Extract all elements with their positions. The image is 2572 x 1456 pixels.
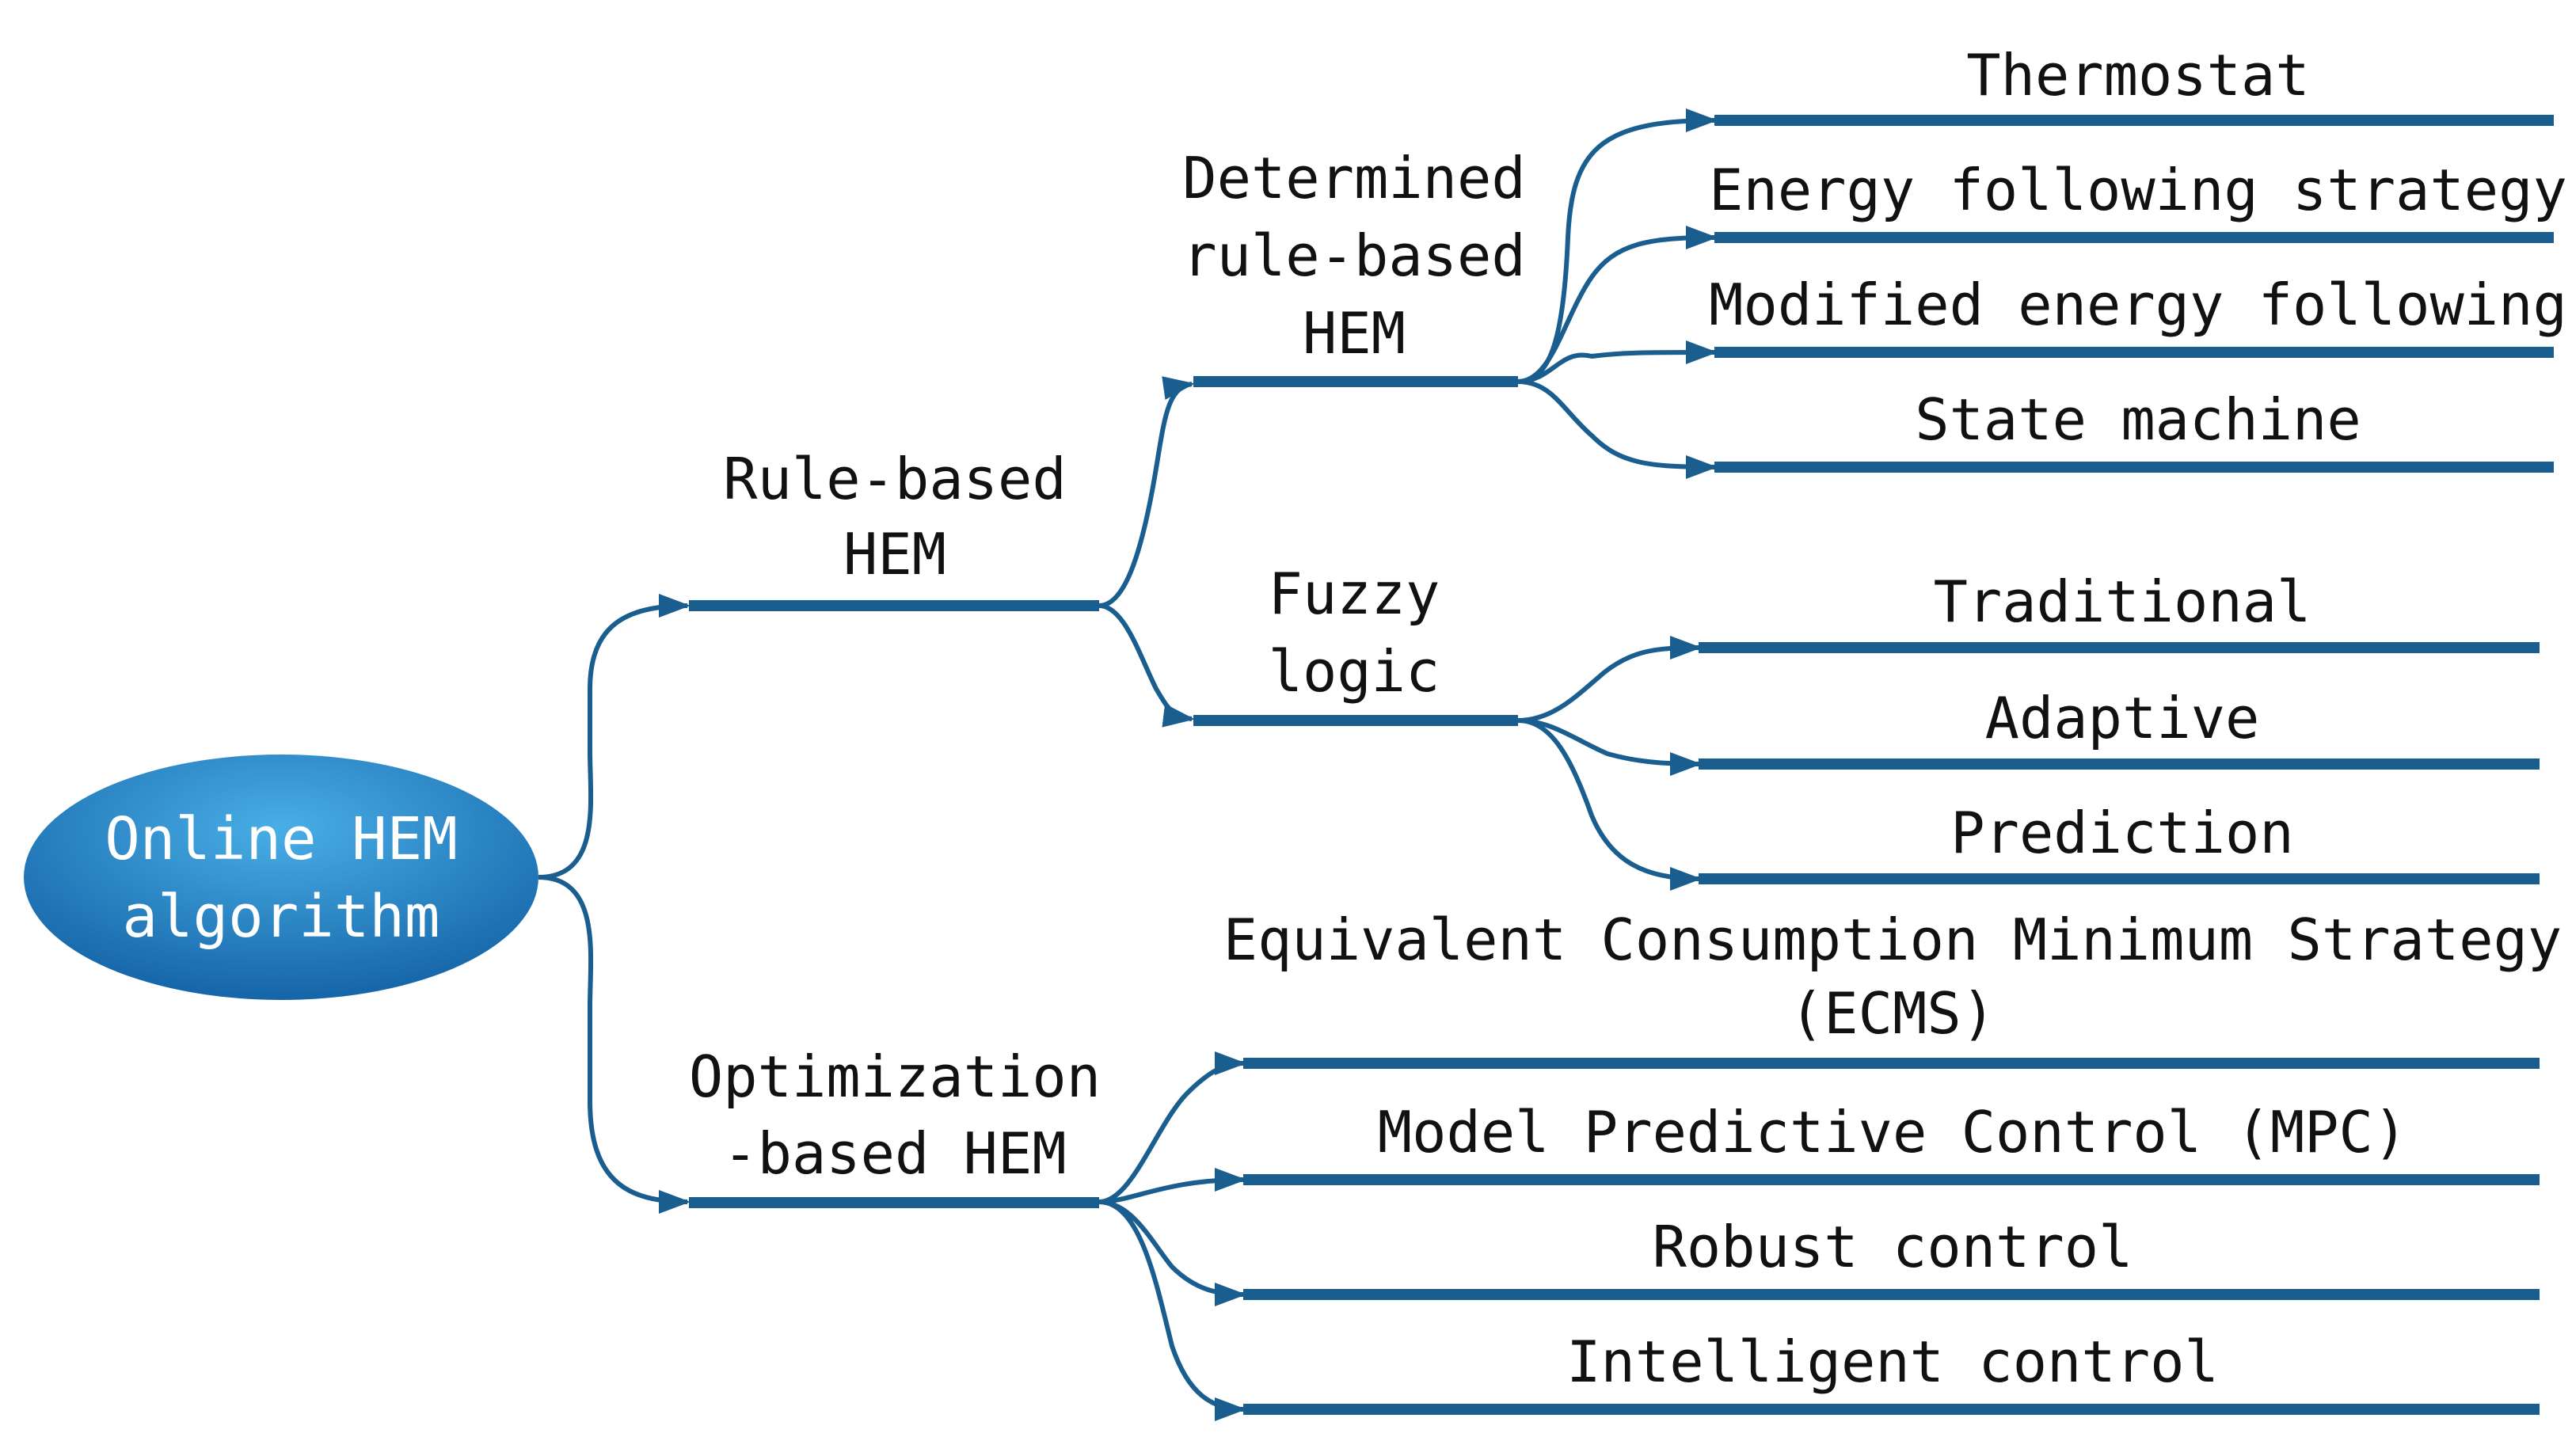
leaf-thermostat: Thermostat [1714, 42, 2554, 126]
leaf-robust-control: Robust control [1243, 1214, 2540, 1300]
root-ellipse [24, 755, 538, 1000]
connector-rule-based-to-fuzzy [1098, 603, 1195, 728]
leaf-mpc-label: Model Predictive Control (MPC) [1378, 1099, 2407, 1165]
leaf-traditional-underline [1699, 642, 2540, 653]
leaf-state-machine-label: State machine [1915, 386, 2361, 453]
determined-underline [1193, 376, 1518, 387]
leaf-modified-energy-following-label: Modified energy following [1709, 272, 2567, 338]
leaf-energy-following-label: Energy following strategy [1709, 157, 2567, 223]
leaf-ecms-underline [1243, 1058, 2540, 1069]
leaf-state-machine: State machine [1714, 386, 2554, 473]
leaf-adaptive-label: Adaptive [1985, 685, 2260, 751]
leaf-adaptive-underline [1699, 758, 2540, 770]
determined-label-line-2: rule-based [1182, 222, 1525, 289]
root-label-line-2: algorithm [123, 883, 440, 951]
connector-determined-to-thermostat [1517, 108, 1718, 384]
leaf-intelligent-control: Intelligent control [1243, 1329, 2540, 1415]
leaf-robust-control-label: Robust control [1653, 1214, 2133, 1280]
optimization-based-node: Optimization -based HEM [689, 1044, 1101, 1208]
leaf-state-machine-underline [1714, 462, 2554, 473]
fuzzy-node: Fuzzy logic [1193, 561, 1518, 726]
connector-rule-based-to-determined [1098, 376, 1195, 608]
leaf-thermostat-underline [1714, 115, 2554, 126]
leaf-prediction: Prediction [1699, 800, 2540, 884]
leaf-robust-control-underline [1243, 1289, 2540, 1300]
leaf-traditional-label: Traditional [1934, 568, 2311, 635]
leaf-ecms-label-line-2: (ECMS) [1790, 980, 1996, 1047]
rule-based-underline [689, 600, 1099, 611]
leaf-mpc-underline [1243, 1174, 2540, 1185]
leaf-energy-following-underline [1714, 232, 2554, 243]
optimization-based-label-line-1: Optimization [689, 1044, 1101, 1110]
rule-based-node: Rule-based HEM [689, 446, 1099, 611]
connector-optimization-to-intelligent [1098, 1199, 1246, 1421]
determined-label-line-1: Determined [1182, 145, 1525, 211]
determined-node: Determined rule-based HEM [1182, 145, 1526, 387]
leaf-ecms: Equivalent Consumption Minimum Strategy … [1223, 907, 2562, 1069]
rule-based-label-line-2: HEM [843, 521, 946, 587]
rule-based-label-line-1: Rule-based [723, 446, 1066, 512]
leaf-prediction-underline [1699, 873, 2540, 884]
fuzzy-label-line-1: Fuzzy [1269, 561, 1440, 627]
connector-fuzzy-to-traditional [1517, 636, 1702, 723]
determined-label-line-3: HEM [1303, 300, 1406, 367]
leaf-adaptive: Adaptive [1699, 685, 2540, 770]
connector-root-to-optimization [538, 875, 691, 1214]
leaf-energy-following: Energy following strategy [1709, 157, 2567, 243]
connector-optimization-to-robust [1098, 1199, 1246, 1306]
connector-determined-to-state-machine [1517, 379, 1718, 479]
leaf-mpc: Model Predictive Control (MPC) [1243, 1099, 2540, 1185]
leaf-intelligent-control-underline [1243, 1404, 2540, 1415]
connector-fuzzy-to-adaptive [1517, 718, 1702, 776]
leaf-intelligent-control-label: Intelligent control [1566, 1329, 2219, 1395]
root-label-line-1: Online HEM [105, 805, 458, 873]
connector-determined-to-modified-energy [1517, 340, 1718, 384]
leaf-modified-energy-following-underline [1714, 347, 2554, 358]
leaf-modified-energy-following: Modified energy following [1709, 272, 2567, 358]
connector-determined-to-energy-following [1517, 226, 1718, 384]
leaf-thermostat-label: Thermostat [1966, 42, 2309, 108]
root-node: Online HEM algorithm [24, 755, 538, 1000]
fuzzy-underline [1193, 715, 1518, 726]
optimization-based-label-line-2: -based HEM [723, 1120, 1066, 1187]
connector-root-to-rule-based [538, 594, 691, 880]
connector-optimization-to-mpc [1098, 1168, 1246, 1204]
fuzzy-label-line-2: logic [1269, 638, 1440, 705]
connector-fuzzy-to-prediction [1517, 718, 1702, 891]
leaf-traditional: Traditional [1699, 568, 2540, 653]
connector-optimization-to-ecms [1098, 1051, 1246, 1204]
optimization-based-underline [689, 1197, 1099, 1208]
leaf-ecms-label-line-1: Equivalent Consumption Minimum Strategy [1223, 907, 2562, 973]
leaf-prediction-label: Prediction [1950, 800, 2293, 866]
